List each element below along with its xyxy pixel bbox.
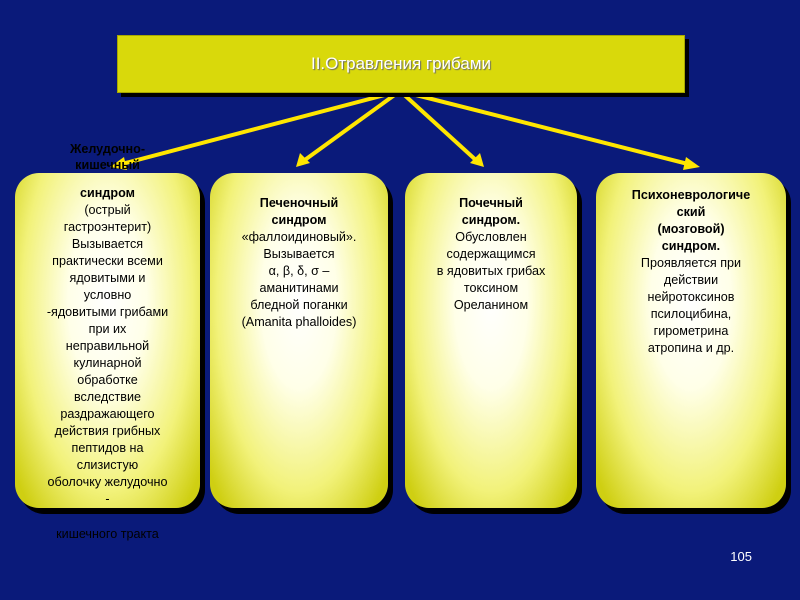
card2-line: α, β, δ, σ – — [268, 264, 330, 278]
arrow-to-card2 — [300, 89, 402, 164]
card1-overflow-text: кишечного тракта — [56, 527, 159, 541]
card3-line: в ядовитых грибах — [436, 264, 546, 278]
arrow-to-card1 — [116, 89, 402, 167]
card1-line: -ядовитыми грибами — [46, 305, 169, 319]
card1-line: (острый — [84, 203, 131, 217]
card1-line: неправильной — [65, 339, 150, 353]
card1-line: условно — [83, 288, 132, 302]
card2-line: бледной поганки — [250, 298, 348, 312]
card2-line: Вызывается — [263, 247, 335, 261]
card4-head-line: (мозговой) — [657, 222, 725, 236]
card2-line: аманитинами — [259, 281, 339, 295]
card-gastrointestinal: синдром (острый гастроэнтерит) Вызываетс… — [15, 173, 200, 508]
card1-line: Вызывается — [71, 237, 144, 251]
card2-line: (Amanita phalloides) — [241, 315, 357, 329]
card4-head-line: Психоневрологиче — [631, 188, 751, 202]
card3-line: Обусловлен — [455, 230, 527, 244]
card4-head-line: ский — [676, 205, 706, 219]
card-renal: Почечный синдром. Обусловлен содержащимс… — [405, 173, 577, 508]
arrowhead-2 — [296, 153, 310, 167]
card-hepatic: Печеночный синдром «фаллоидиновый». Вызы… — [210, 173, 388, 508]
card1-line: оболочку желудочно — [47, 475, 168, 489]
card3-line: содержащимся — [446, 247, 536, 261]
card4-line: гирометрина — [653, 324, 729, 338]
card1-line: раздражающего — [60, 407, 155, 421]
card1-head-overflow: Желудочно- кишечный — [50, 141, 165, 173]
card4-line: нейротоксинов — [647, 290, 735, 304]
card3-head-line: синдром. — [461, 213, 521, 227]
card1-line: - — [105, 492, 110, 506]
arrow-to-card3 — [398, 89, 480, 164]
arrowhead-1 — [110, 157, 127, 170]
card1-line: вследствие — [73, 390, 142, 404]
card4-line: псилоцибина, — [650, 307, 732, 321]
card2-head-line: синдром — [271, 213, 327, 227]
arrow-to-card4 — [398, 89, 694, 167]
card-psychoneurological: Психоневрологиче ский (мозговой) синдром… — [596, 173, 786, 508]
card1-line: действия грибных — [54, 424, 161, 438]
card1-head-line: синдром — [80, 186, 135, 200]
card3-line: токсином — [463, 281, 519, 295]
card2-head-line: Печеночный — [259, 196, 339, 210]
page-number: 105 — [730, 549, 752, 564]
card1-line: ядовитыми и — [69, 271, 146, 285]
page-title: II.Отравления грибами — [310, 54, 492, 73]
card4-line: атропина и др. — [647, 341, 735, 355]
card1-head-line: кишечный — [75, 158, 140, 172]
card1-line: обработке — [77, 373, 138, 387]
card1-line: слизистую — [76, 458, 139, 472]
card1-line: практически всеми — [52, 254, 163, 268]
card4-line: действии — [663, 273, 719, 287]
card3-line: Ореланином — [453, 298, 529, 312]
arrowhead-3 — [470, 153, 484, 167]
card4-head-line: синдром. — [661, 239, 721, 253]
card4-line: Проявляется при — [640, 256, 742, 270]
card3-head-line: Почечный — [459, 196, 523, 210]
arrowhead-4 — [683, 157, 700, 170]
card1-line: при их — [88, 322, 127, 336]
card1-line: пептидов на — [71, 441, 144, 455]
card1-line: кулинарной — [73, 356, 142, 370]
card2-line: «фаллоидиновый». — [241, 230, 357, 244]
card1-line: гастроэнтерит) — [63, 220, 152, 234]
card1-head-line: Желудочно- — [69, 142, 146, 156]
title-box: II.Отравления грибами — [117, 35, 685, 93]
